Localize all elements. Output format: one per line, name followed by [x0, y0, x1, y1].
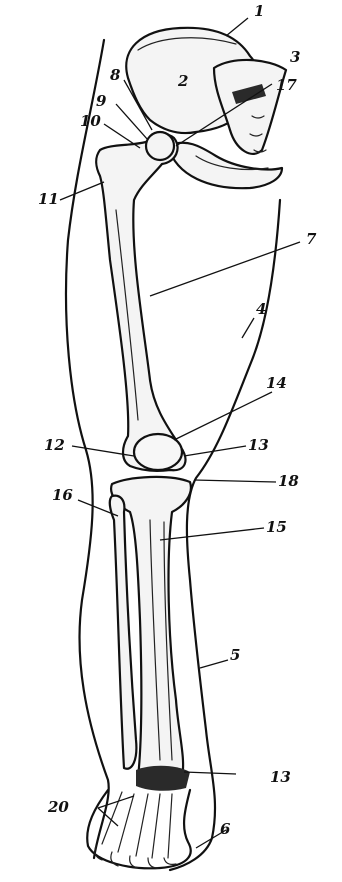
tarsal-bones — [136, 766, 190, 791]
metatarsals — [102, 792, 172, 858]
femur — [96, 134, 185, 471]
label-16: 16 — [52, 486, 73, 504]
label-12: 12 — [44, 436, 65, 454]
label-20: 20 — [47, 798, 69, 816]
sacrum — [214, 60, 286, 154]
foot-outline — [87, 790, 190, 868]
label-3: 3 — [290, 48, 300, 66]
label-17: 17 — [276, 76, 297, 94]
label-9: 9 — [96, 92, 107, 110]
ischium-pubis — [168, 143, 282, 188]
femoral-head — [146, 132, 174, 160]
label-13-ankle: 13 — [270, 768, 291, 786]
fibula — [110, 496, 137, 769]
label-6: 6 — [220, 820, 231, 838]
label-8: 8 — [110, 66, 121, 84]
label-1: 1 — [254, 2, 264, 20]
label-13-knee: 13 — [248, 436, 269, 454]
label-2: 2 — [177, 72, 188, 90]
label-10: 10 — [80, 112, 101, 130]
label-18: 18 — [278, 472, 299, 490]
label-4: 4 — [256, 300, 266, 318]
label-14: 14 — [266, 374, 287, 392]
label-7: 7 — [306, 230, 317, 248]
label-5: 5 — [230, 646, 240, 664]
label-15: 15 — [266, 518, 287, 536]
toe-phalanges — [95, 846, 176, 868]
label-11: 11 — [38, 190, 59, 208]
